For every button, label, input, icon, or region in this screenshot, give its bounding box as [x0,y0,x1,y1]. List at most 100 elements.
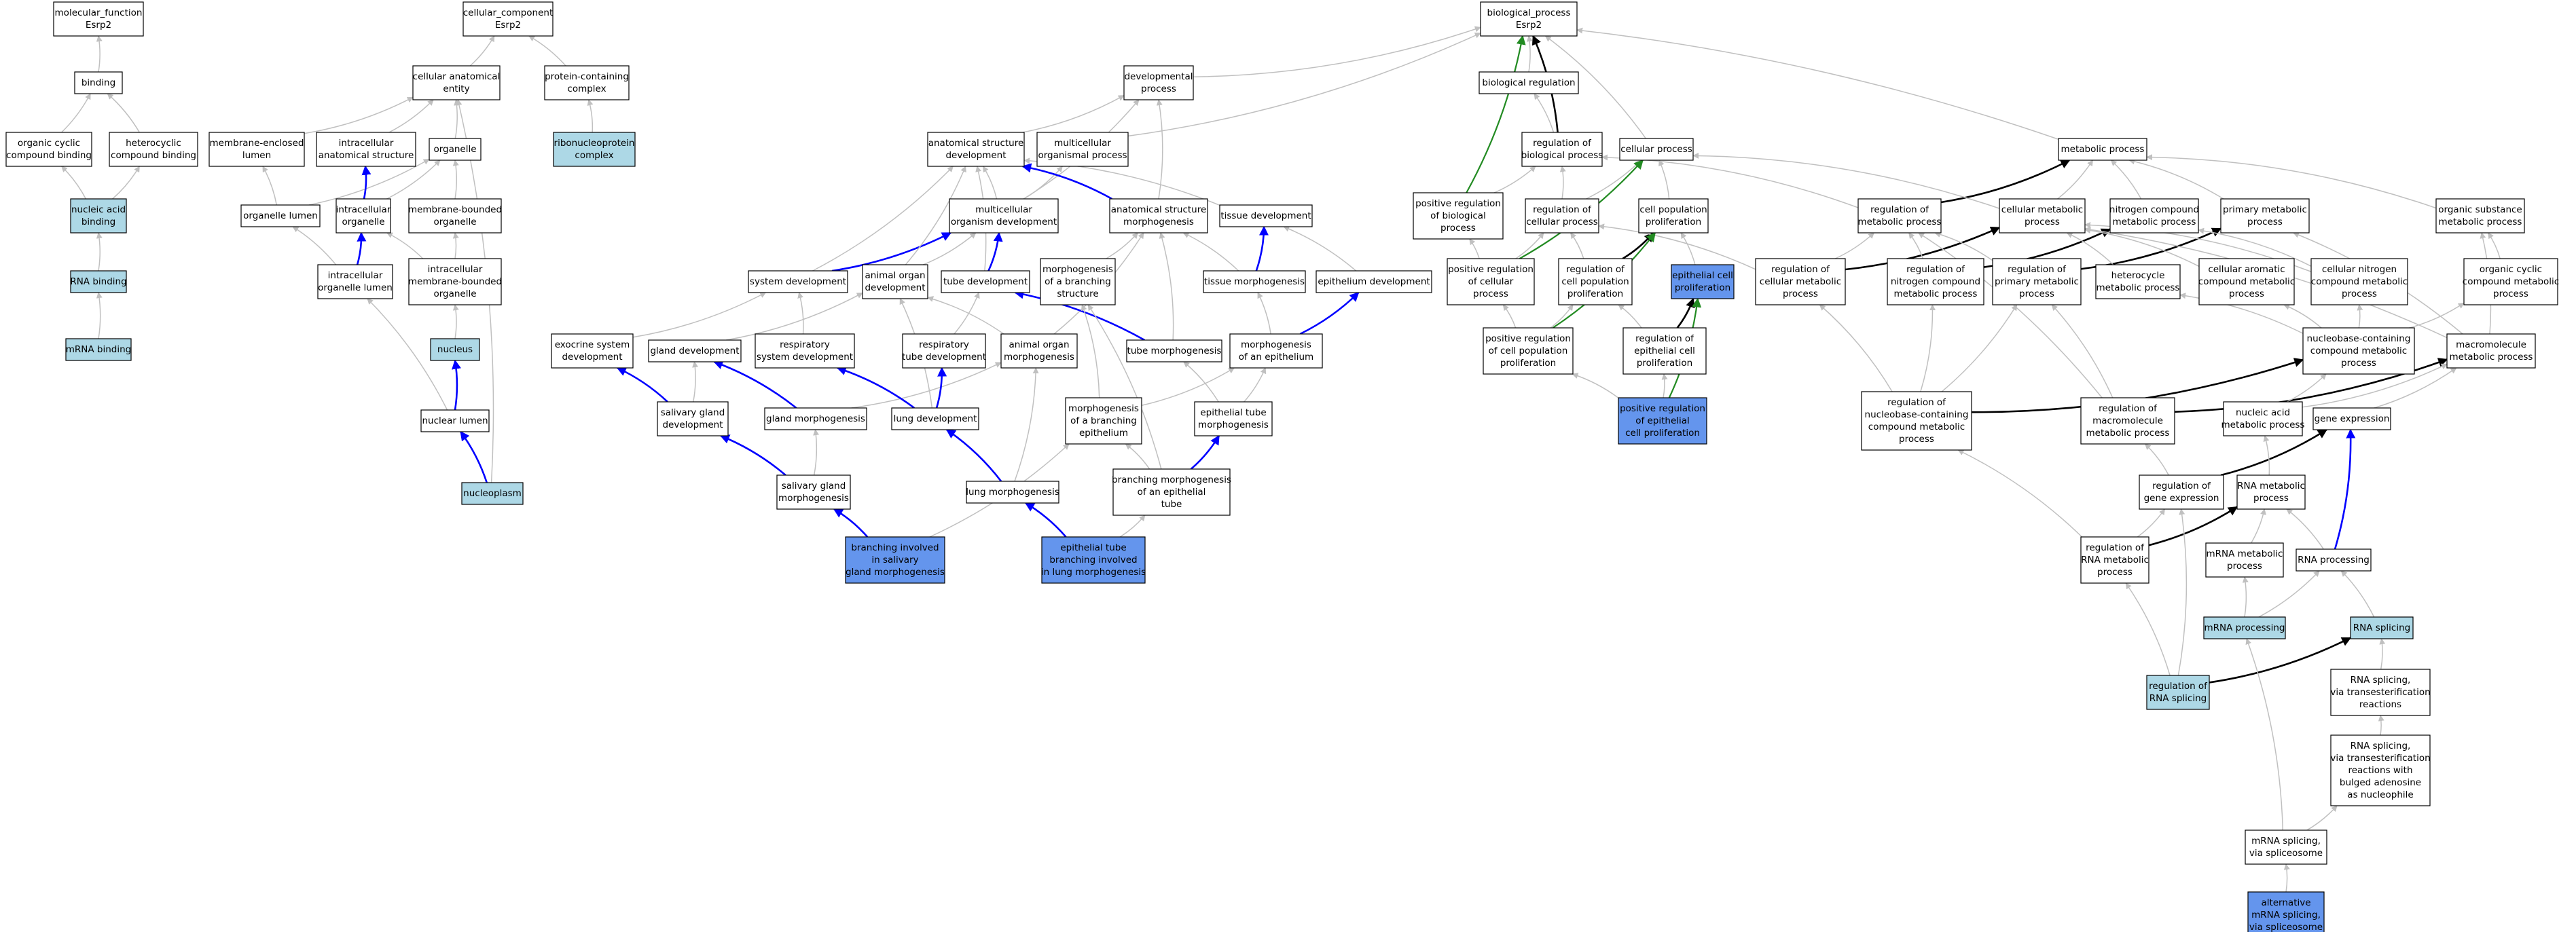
go-term-node-nucleus[interactable]: nucleus [430,338,480,361]
go-term-node-sd[interactable]: system development [748,270,848,293]
go-term-node-tubem[interactable]: tube morphogenesis [1126,339,1222,362]
go-term-node-ld[interactable]: lung development [891,407,979,430]
go-term-node-tm[interactable]: tissue morphogenesis [1203,270,1306,293]
go-term-node-binding[interactable]: binding [74,71,123,94]
go-term-node-rnab[interactable]: RNA binding [70,270,127,293]
node-label-line: nucleobase-containing [1865,409,1969,420]
go-term-node-mp[interactable]: metabolic process [2058,138,2147,161]
go-term-node-gm[interactable]: gland morphogenesis [764,407,867,430]
go-term-node-mrnab[interactable]: mRNA binding [65,338,132,361]
go-term-node-mrnap[interactable]: mRNA processing [2203,616,2286,639]
go-term-node-nl[interactable]: nuclear lumen [420,409,490,432]
go-term-node-rnccmp[interactable]: regulation ofnucleobase-containingcompou… [1861,391,1972,451]
go-term-node-ge[interactable]: gene expression [2312,407,2391,430]
go-term-node-rnas[interactable]: RNA splicing [2350,616,2414,639]
go-term-node-org[interactable]: organelle [429,138,482,161]
go-term-node-ed[interactable]: epithelium development [1316,270,1432,293]
node-label-line: nucleoplasm [463,488,522,499]
go-term-node-td[interactable]: tissue development [1219,204,1313,227]
go-term-node-lm[interactable]: lung morphogenesis [966,481,1059,504]
go-term-node-gd[interactable]: gland development [648,339,742,362]
go-term-node-tubed[interactable]: tube development [941,270,1030,293]
go-term-node-mrnasvs[interactable]: mRNA splicing,via spliceosome [2245,830,2327,865]
go-term-node-rnap[interactable]: RNA processing [2296,548,2372,572]
edge-prbp-to-bp [1466,35,1526,193]
go-term-node-npl[interactable]: nucleoplasm [461,482,524,505]
go-term-node-orgl[interactable]: organelle lumen [240,204,321,227]
go-term-node-rsvtrba[interactable]: RNA splicing,via transesterificationreac… [2330,734,2431,806]
edge-gm-to-gd [713,360,797,409]
go-term-node-breg[interactable]: biological regulation [1479,71,1579,94]
go-term-node-rsvtr[interactable]: RNA splicing,via transesterificationreac… [2330,669,2431,716]
go-term-node-cp[interactable]: cellular process [1619,138,1694,161]
edge-tubed-to-mod [987,231,1003,272]
